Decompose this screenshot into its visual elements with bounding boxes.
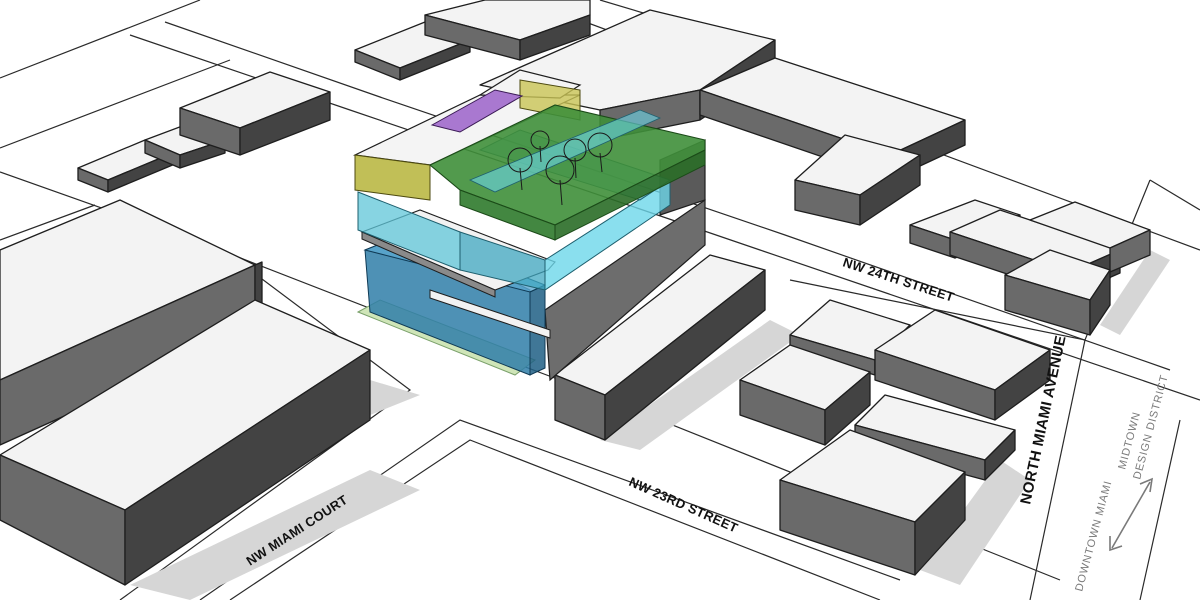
context-buildings	[0, 0, 1151, 586]
shadow-southwest-block	[130, 470, 420, 600]
tree-icon	[507, 130, 613, 206]
courtyard-green-right	[554, 149, 706, 241]
road-edge-nw24-north	[0, 0, 201, 79]
road-edge-avenue-northeast	[1149, 179, 1200, 211]
block-east-3	[1029, 201, 1151, 273]
slab-level-2-edge	[361, 231, 496, 298]
roof-purple-element	[430, 89, 524, 133]
proposed-building	[352, 69, 706, 382]
road-edge-avenue-east	[1029, 339, 1086, 600]
double-headed-arrow-icon	[1109, 477, 1154, 552]
road-edge-nw23-inner	[229, 439, 881, 600]
block-northeast-tall	[794, 134, 921, 226]
district-labels: MIDTOWN DESIGN DISTRICT DOWNTOWN MIAMI	[1073, 373, 1171, 592]
shadow-southeast-blocks	[920, 460, 1030, 585]
block-southeast-5	[779, 429, 966, 576]
road-edge-block-west-north	[0, 59, 231, 149]
shadow-central-south-block	[600, 320, 800, 450]
block-southwest-large	[0, 299, 371, 586]
road-edge-nw23-north	[0, 204, 96, 241]
block-southeast-2	[874, 309, 1051, 421]
block-east-4	[1004, 249, 1111, 336]
volume-yellow-left	[354, 154, 431, 201]
road-edge-miami-court-west	[119, 269, 412, 600]
shadow-east-blocks	[1100, 250, 1170, 335]
core-wall-east	[544, 198, 706, 382]
road-edge-avenue-east-2	[1139, 419, 1181, 600]
block-southeast-3	[739, 344, 871, 446]
block-central-south	[554, 254, 766, 441]
label-nw-23rd-street: NW 23RD STREET	[627, 474, 741, 536]
block-north-2	[424, 0, 591, 61]
block-northwest-3	[179, 71, 331, 156]
slab-level-1	[429, 289, 551, 339]
volume-cyan-right	[544, 179, 671, 291]
label-downtown-miami: DOWNTOWN MIAMI	[1073, 479, 1114, 592]
